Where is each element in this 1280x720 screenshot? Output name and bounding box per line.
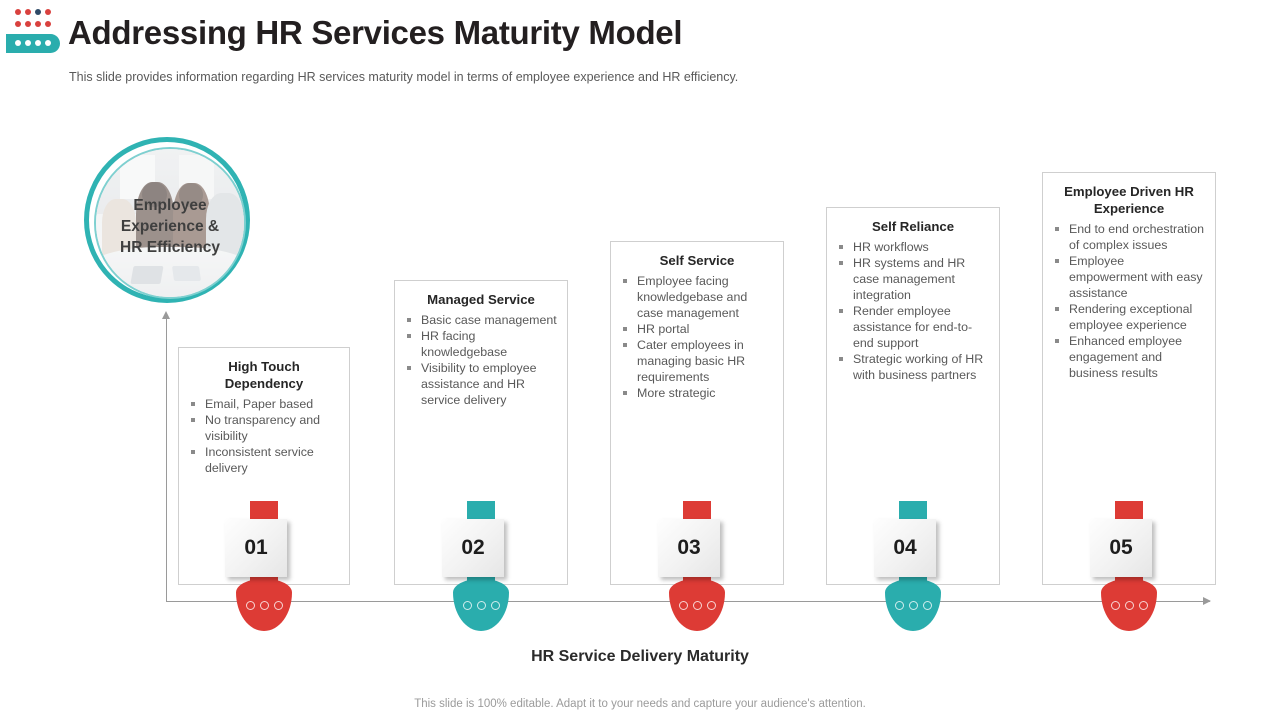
page-title: Addressing HR Services Maturity Model: [68, 14, 683, 51]
flask-bulb-holes: [453, 601, 509, 610]
flask-bulb-holes: [885, 601, 941, 610]
stage-number-badge[interactable]: 02: [442, 519, 504, 577]
stage-number-badge[interactable]: 05: [1090, 519, 1152, 577]
stage-bullet-item: More strategic: [621, 385, 773, 401]
stage-bullet-item: Employee empowerment with easy assistanc…: [1053, 253, 1205, 301]
stage-title: Managed Service: [427, 292, 535, 307]
stage-bullet-item: Cater employees in managing basic HR req…: [621, 337, 773, 385]
stage-bullet-item: Email, Paper based: [189, 396, 339, 412]
page-subtitle: This slide provides information regardin…: [69, 70, 739, 84]
stage-marker-flask[interactable]: 05: [1087, 501, 1171, 631]
axis-caption: HR Service Delivery Maturity: [531, 648, 749, 665]
stage-title: Employee Driven HR Experience: [1064, 184, 1194, 216]
flask-bulb-holes: [236, 601, 292, 610]
stage-bullet-item: HR systems and HR case management integr…: [837, 255, 989, 303]
vertical-axis-arrow-icon: [162, 311, 170, 319]
logo-teal-bar: [6, 34, 60, 53]
circle-label-line-1: Employee: [133, 197, 207, 214]
stage-bullet-item: Basic case management: [405, 312, 557, 328]
stage-marker-flask[interactable]: 04: [871, 501, 955, 631]
circle-label-line-3: HR Efficiency: [120, 239, 220, 256]
company-dots-logo: [6, 8, 62, 53]
stage-bullet-list: End to end orchestration of complex issu…: [1053, 221, 1205, 381]
stage-bullet-item: HR workflows: [837, 239, 989, 255]
stage-marker-flask[interactable]: 03: [655, 501, 739, 631]
employee-experience-circle: Employee Experience & HR Efficiency: [84, 137, 250, 303]
stage-bullet-list: Employee facing knowledgebase and case m…: [621, 273, 773, 401]
stage-bullet-item: Employee facing knowledgebase and case m…: [621, 273, 773, 321]
circle-label: Employee Experience & HR Efficiency: [96, 195, 244, 258]
stage-marker-flask[interactable]: 01: [222, 501, 306, 631]
stage-bullet-item: Enhanced employee engagement and busines…: [1053, 333, 1205, 381]
stage-title: Self Service: [659, 253, 735, 268]
stage-bullet-item: No transparency and visibility: [189, 412, 339, 444]
slide-header: Addressing HR Services Maturity Model Th…: [0, 0, 1280, 100]
stage-marker-flask[interactable]: 02: [439, 501, 523, 631]
stage-bullet-item: HR facing knowledgebase: [405, 328, 557, 360]
circle-label-line-2: Experience &: [120, 218, 220, 235]
stage-bullet-item: Strategic working of HR with business pa…: [837, 351, 989, 383]
footer-note: This slide is 100% editable. Adapt it to…: [414, 698, 866, 710]
stage-number-badge[interactable]: 01: [225, 519, 287, 577]
stage-bullet-item: Visibility to employee assistance and HR…: [405, 360, 557, 408]
flask-bulb-holes: [1101, 601, 1157, 610]
stage-bullet-item: Rendering exceptional employee experienc…: [1053, 301, 1205, 333]
stage-title: High Touch Dependency: [224, 359, 304, 391]
stage-bullet-item: HR portal: [621, 321, 773, 337]
stage-number-badge[interactable]: 04: [874, 519, 936, 577]
stage-bullet-item: Inconsistent service delivery: [189, 444, 339, 476]
stage-bullet-item: Render employee assistance for end-to-en…: [837, 303, 989, 351]
flask-bulb-holes: [669, 601, 725, 610]
circle-photo-frame: Employee Experience & HR Efficiency: [94, 147, 246, 299]
meeting-photo: [96, 149, 244, 297]
horizontal-axis-arrow-icon: [1203, 597, 1211, 605]
stage-title: Self Reliance: [871, 219, 955, 234]
stage-number-badge[interactable]: 03: [658, 519, 720, 577]
stage-bullet-item: End to end orchestration of complex issu…: [1053, 221, 1205, 253]
vertical-axis-line: [166, 318, 167, 602]
